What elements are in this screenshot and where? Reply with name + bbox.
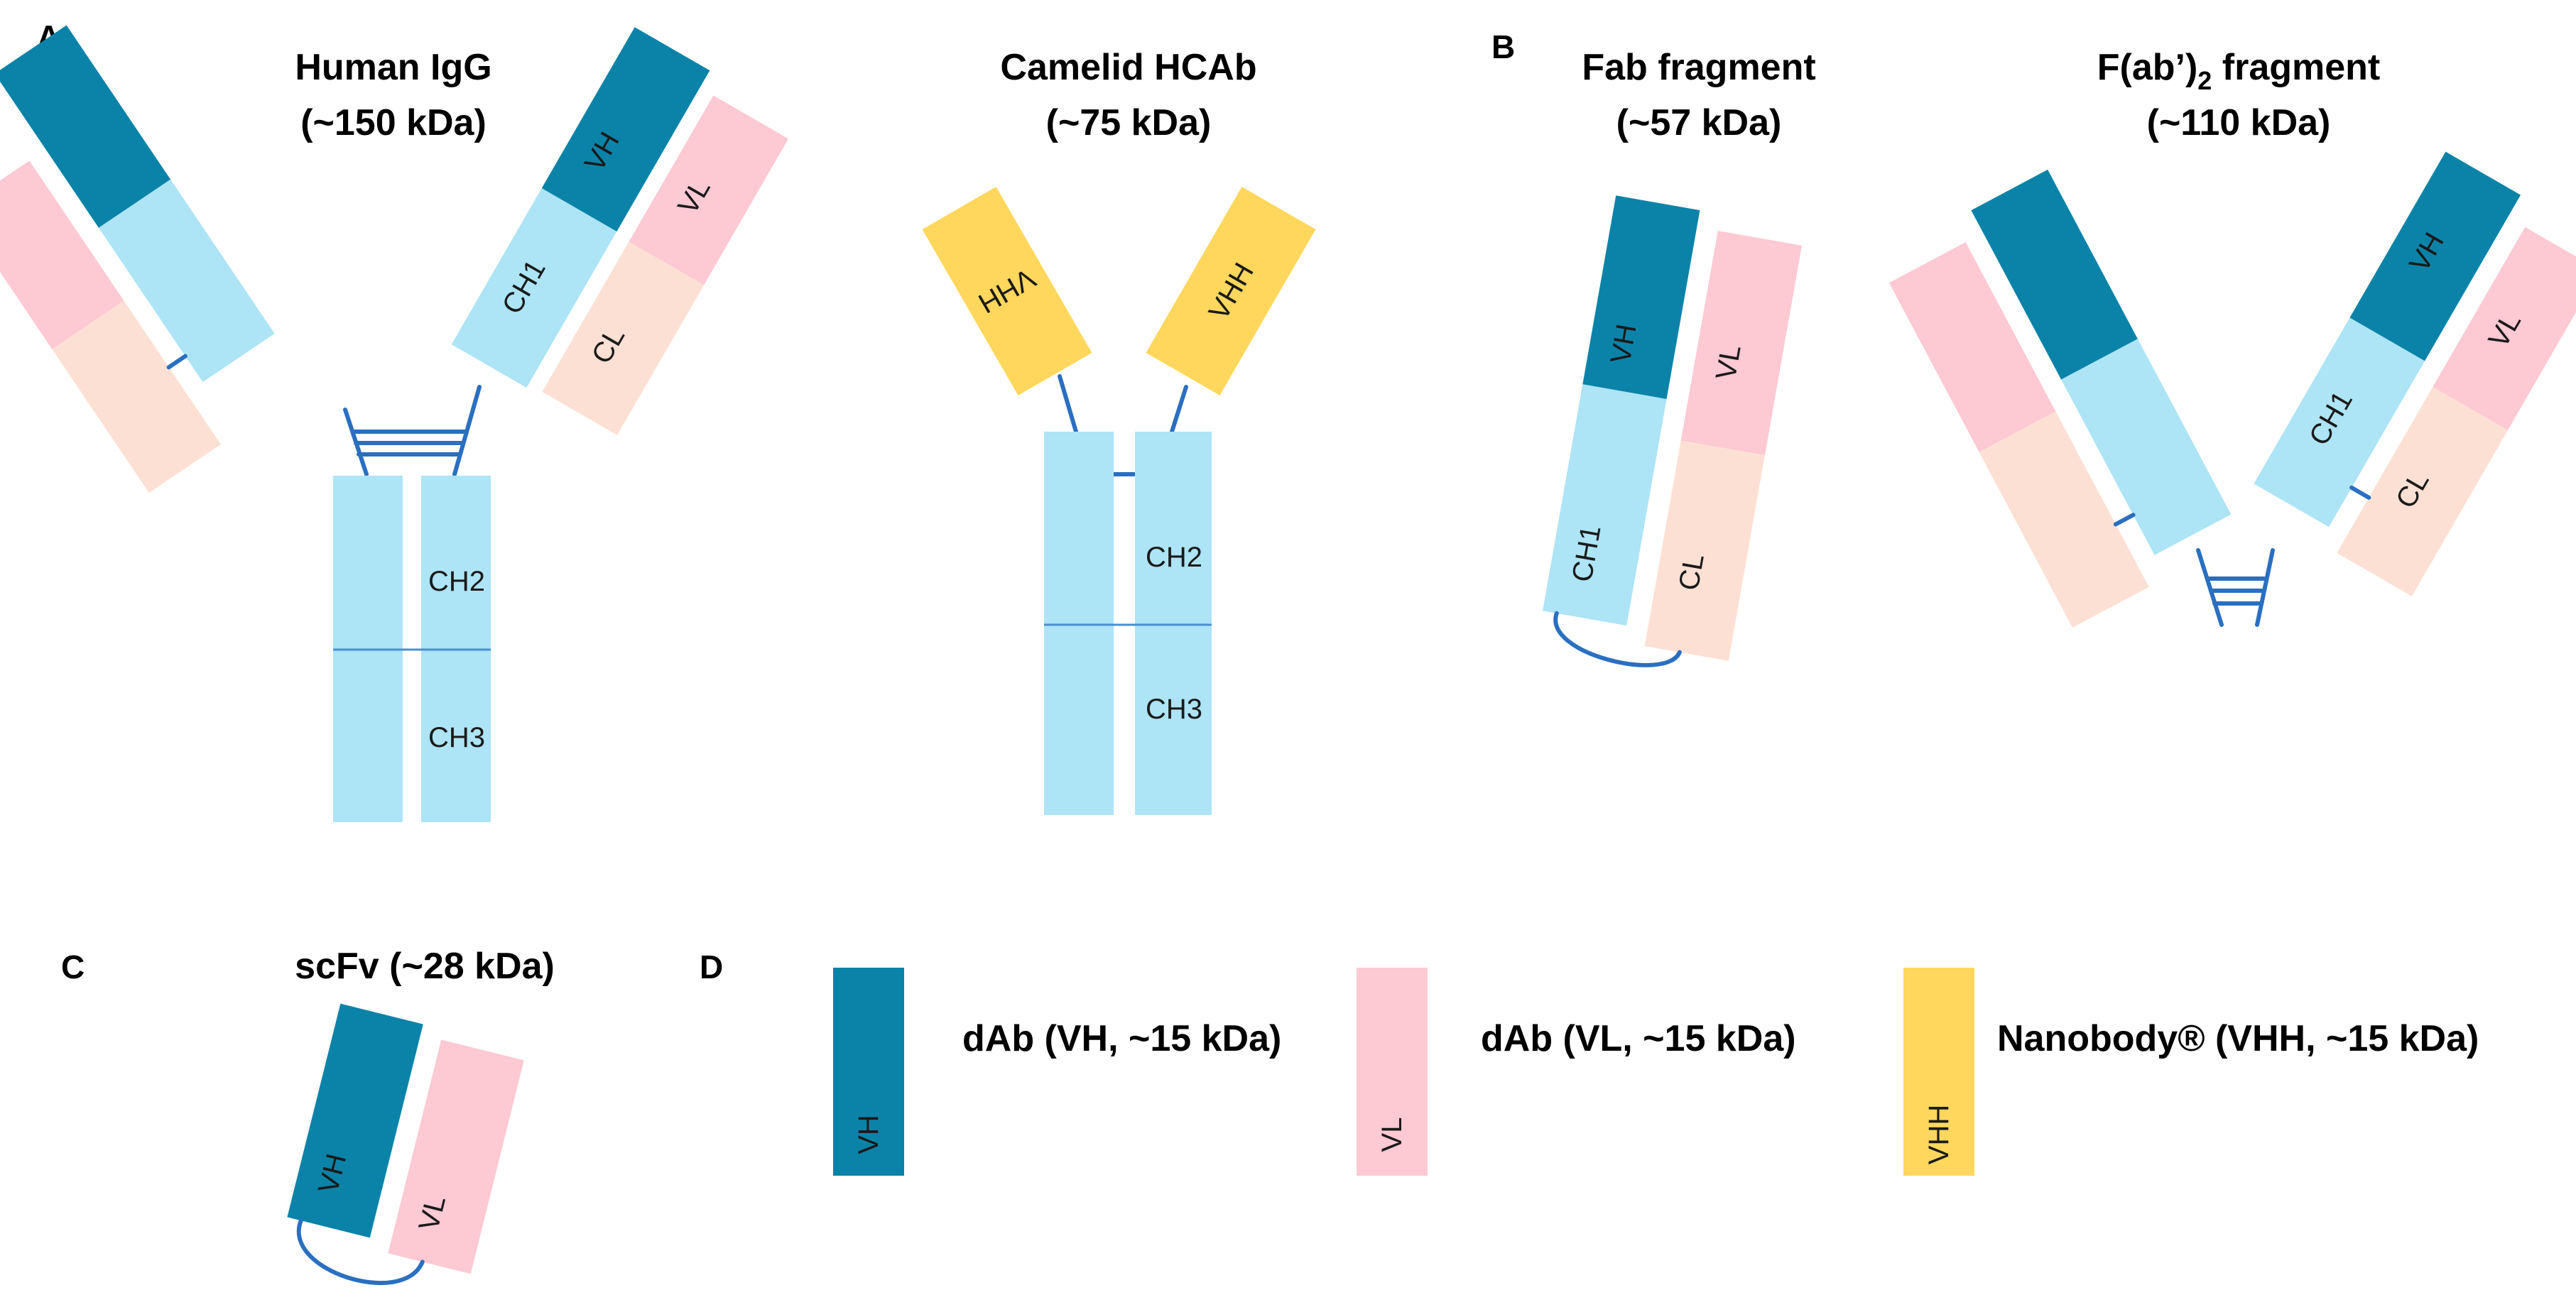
human-igg-left-fab-arm [0, 25, 275, 493]
fab2-right-cl-domain [2337, 387, 2508, 596]
panel-letter-c: C [61, 949, 85, 985]
fab-mass: (~57 kDa) [1616, 102, 1782, 143]
human-igg-left-vl-domain [0, 160, 124, 349]
fab-fragment: VH VL CH1 CL [1543, 195, 1802, 667]
fab2-left-cl-domain [1979, 411, 2149, 628]
fab2-fragment: VH VL CH1 CL [1888, 151, 2576, 628]
camelid-hcab-mass: (~75 kDa) [1046, 102, 1212, 143]
human-igg-mass: (~150 kDa) [300, 102, 487, 143]
fab2-right-vl-domain [2433, 226, 2576, 430]
fab-vh-domain [1582, 195, 1700, 400]
legend-dab-vh-block [833, 968, 904, 1176]
fab2-left-ch1-domain [2061, 339, 2232, 555]
fab-vh-label: VH [1605, 322, 1643, 366]
legend-nanobody-tag: VHH [1923, 1105, 1955, 1164]
fab2-title: F(ab’)2 fragment [2097, 47, 2380, 95]
fab2-left-arm [1888, 169, 2232, 628]
legend-dab-vl: VL dAb (VL, ~15 kDa) [1357, 968, 1796, 1176]
legend-nanobody: VHH Nanobody® (VHH, ~15 kDa) [1903, 968, 2479, 1176]
fab2-left-vh-domain [1971, 169, 2138, 380]
fab-vl-domain [1680, 231, 1802, 456]
fab-title: Fab fragment [1582, 47, 1815, 88]
fab-cl-domain [1644, 440, 1765, 661]
fab-vl-label: VL [1710, 343, 1747, 383]
human-igg: VH VL CH1 CL CH2 CH3 [0, 25, 789, 822]
human-igg-hinge [343, 385, 482, 476]
human-igg-left-cl-domain [52, 300, 221, 493]
fab-cl-label: CL [1673, 552, 1710, 593]
fab2-hinge [2196, 548, 2275, 627]
human-igg-right-cl-domain [542, 241, 705, 435]
fab2-left-vl-domain [1888, 242, 2056, 452]
human-igg-ch3-label: CH3 [428, 722, 485, 753]
scfv-vh-domain [287, 1003, 423, 1238]
legend-nanobody-text: Nanobody® (VHH, ~15 kDa) [1997, 1018, 2479, 1059]
fab2-right-vh-domain [2349, 151, 2521, 361]
scfv-linker [296, 1218, 425, 1286]
fab2-right-arm: VH VL CH1 CL [2254, 151, 2576, 596]
human-igg-right-vh-domain [541, 27, 710, 232]
camelid-fc-right-chain [1135, 432, 1212, 815]
legend-dab-vl-tag: VL [1376, 1117, 1408, 1152]
fab2-mass: (~110 kDa) [2147, 102, 2331, 143]
camelid-ch2-label: CH2 [1146, 542, 1202, 573]
legend-dab-vl-block [1357, 968, 1428, 1176]
fab-ch1-domain [1543, 384, 1667, 626]
human-igg-ch2-label: CH2 [428, 566, 485, 597]
camelid-hcab-title: Camelid HCAb [1000, 47, 1256, 88]
panel-letter-b: B [1491, 28, 1515, 65]
camelid-left-vhh-domain: VHH [922, 187, 1092, 395]
human-igg-right-vl-domain [629, 95, 789, 285]
legend-nanobody-block [1903, 968, 1974, 1176]
fab2-right-ch1-domain [2254, 317, 2425, 528]
fab2-title-subscript: 2 [2197, 66, 2212, 95]
camelid-hcab: VHH VHH CH2 CH3 [922, 187, 1316, 815]
fab-linker [1553, 611, 1682, 667]
camelid-right-vhh-domain: VHH [1146, 187, 1316, 395]
scfv-vl-domain [388, 1039, 524, 1274]
human-igg-left-vh-domain [0, 25, 171, 228]
human-igg-fc: CH2 CH3 [333, 476, 491, 822]
human-igg-right-ch1-domain [451, 188, 617, 388]
legend-dab-vh: VH dAb (VH, ~15 kDa) [833, 968, 1281, 1176]
human-igg-right-fab-arm: VH VL CH1 CL [451, 27, 789, 435]
scfv-title: scFv (~28 kDa) [295, 946, 555, 987]
camelid-fc-left-chain [1044, 432, 1114, 815]
scfv: VH VL [287, 1003, 524, 1286]
human-igg-left-ch1-cl-link [166, 354, 188, 370]
legend-dab-vl-text: dAb (VL, ~15 kDa) [1481, 1018, 1796, 1059]
camelid-ch3-label: CH3 [1146, 694, 1202, 725]
panel-letter-d: D [700, 949, 723, 985]
legend-dab-vh-tag: VH [853, 1115, 884, 1154]
human-igg-left-ch1-domain [98, 179, 275, 383]
human-igg-title: Human IgG [295, 47, 491, 88]
legend-dab-vh-text: dAb (VH, ~15 kDa) [962, 1018, 1281, 1059]
